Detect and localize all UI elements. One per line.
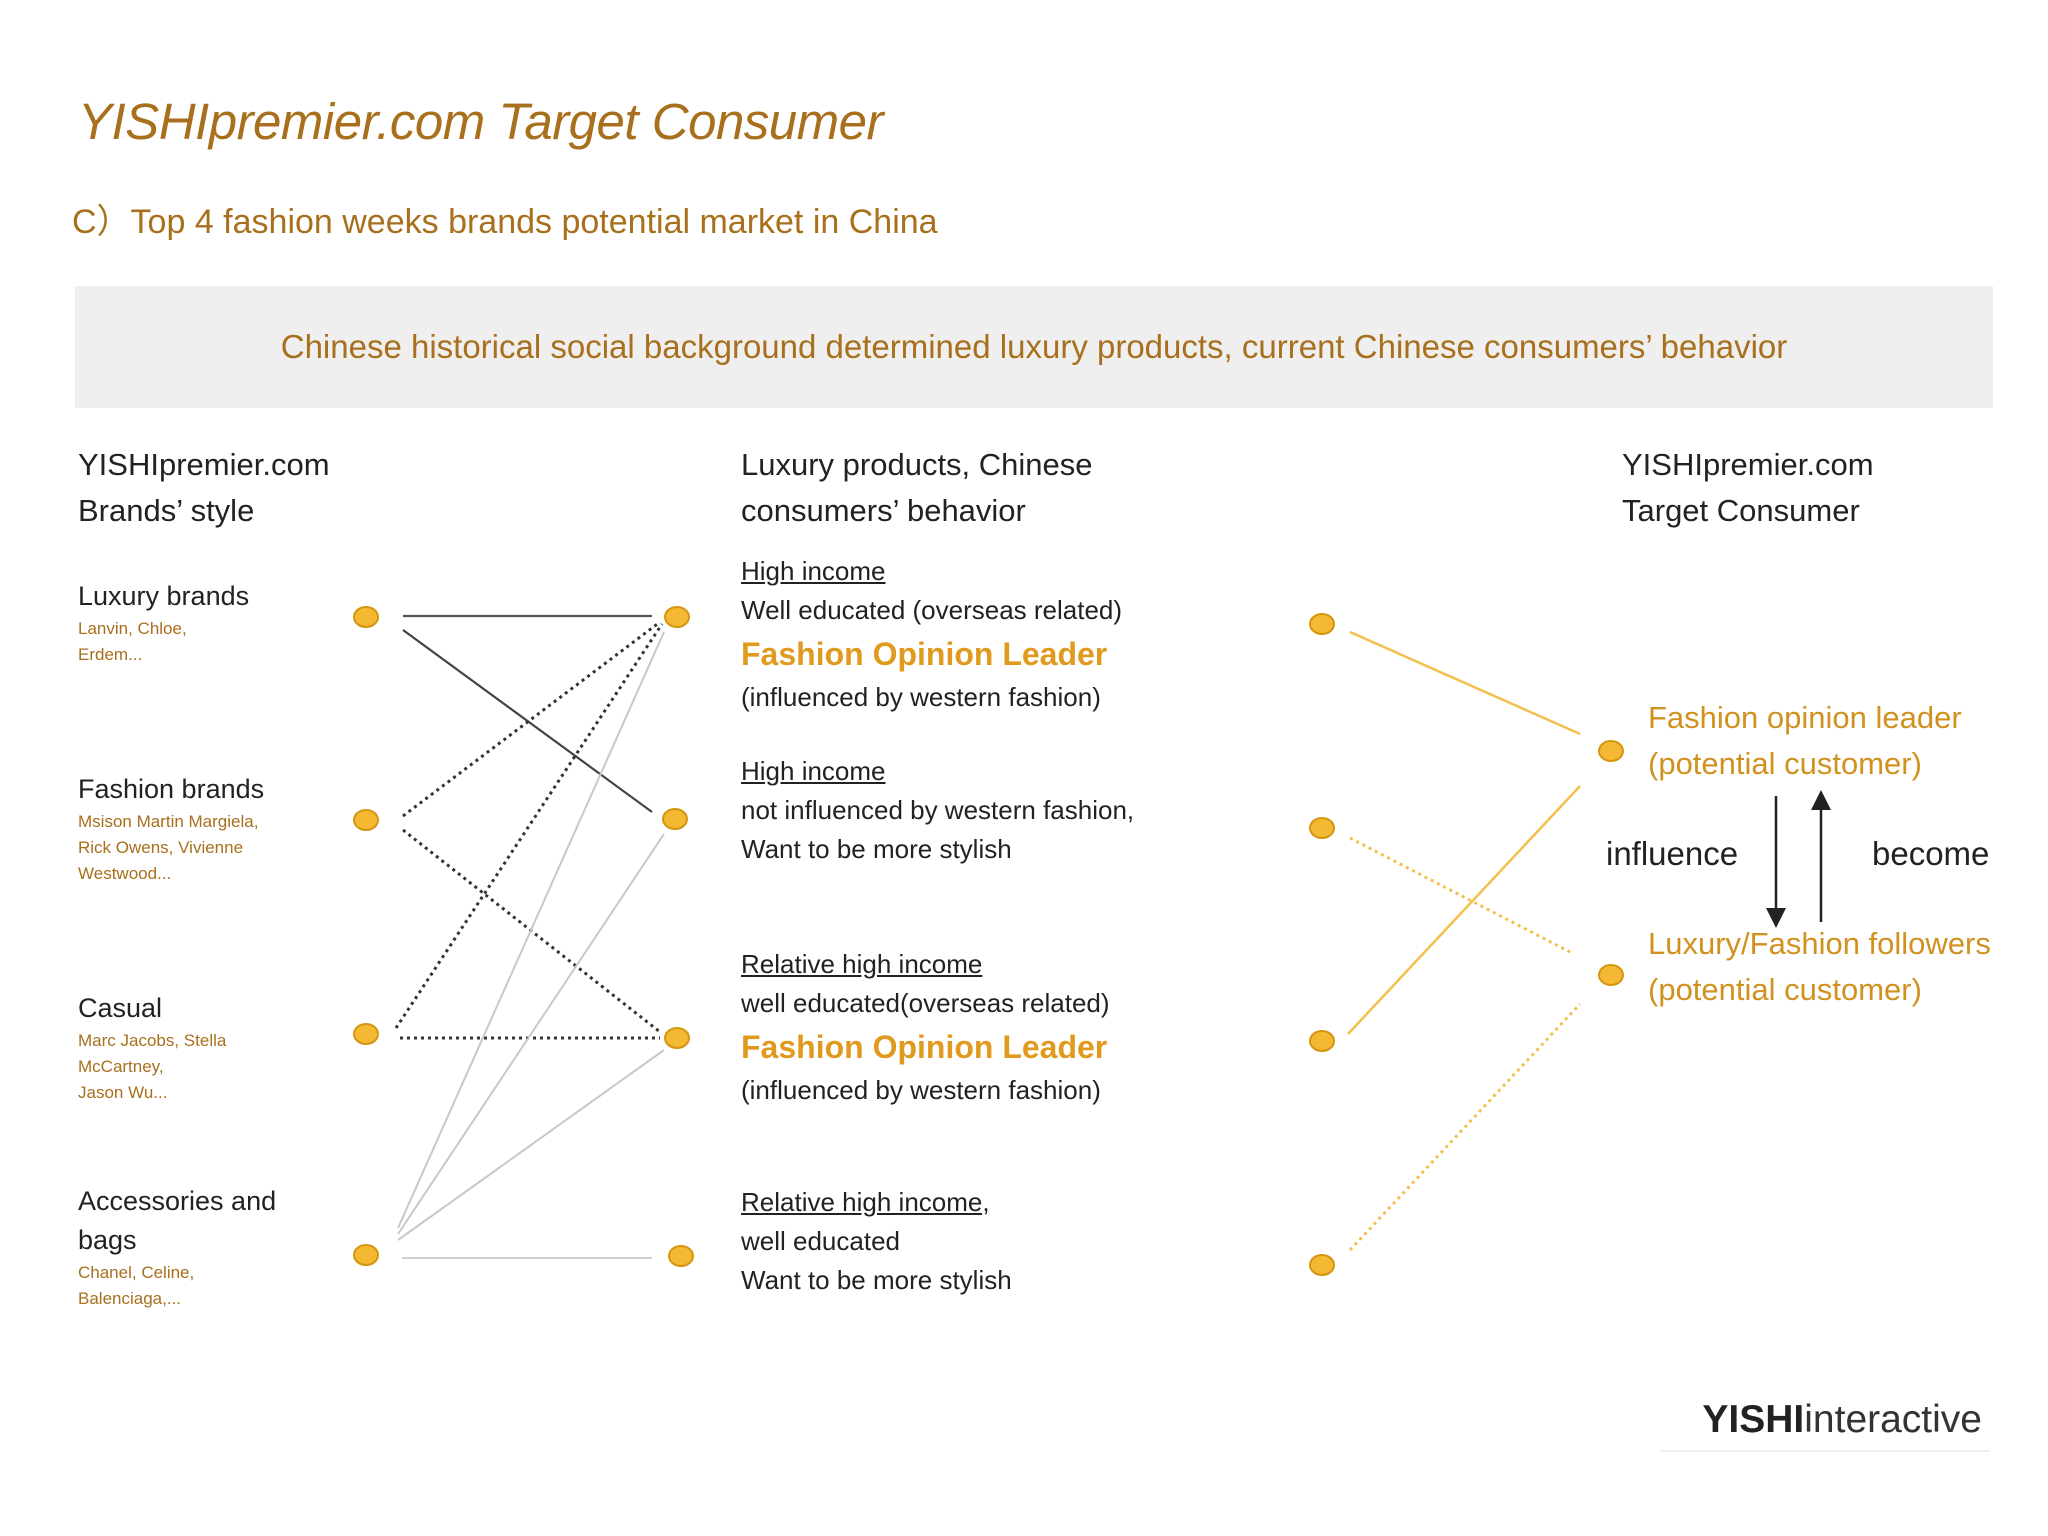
logo-suffix: interactive	[1804, 1398, 1982, 1441]
brand-examples: McCartney,	[78, 1057, 164, 1076]
behavior-line: not influenced by western fashion,	[741, 795, 1135, 825]
node-behavior-1	[664, 606, 690, 628]
brand-examples: Jason Wu...	[78, 1083, 168, 1102]
node-target-leader	[1598, 740, 1624, 762]
behavior-to-target-links	[1347, 630, 1582, 1252]
behavior-heading: High income	[741, 556, 886, 586]
brand-style-name: Accessories and	[78, 1186, 277, 1216]
node-behavior-2	[662, 808, 688, 830]
node-target-followers	[1598, 964, 1624, 986]
influence-label: influence	[1606, 835, 1739, 872]
banner-text: Chinese historical social background det…	[280, 328, 1788, 365]
dotted-link	[394, 623, 664, 1029]
behavior-line: Want to be more stylish	[741, 834, 1012, 864]
node-right-1	[1309, 613, 1335, 635]
target-label-line: Luxury/Fashion followers	[1648, 926, 1991, 961]
page-subtitle: C）Top 4 fashion weeks brands potential m…	[72, 203, 938, 241]
brand-examples: Erdem...	[78, 645, 143, 664]
behavior-group-2: High income not influenced by western fa…	[741, 752, 1261, 869]
faint-link	[397, 1049, 665, 1241]
node-behavior-3	[664, 1027, 690, 1049]
column-heading-line: Target Consumer	[1622, 493, 1860, 528]
column-heading-line: consumers’ behavior	[741, 493, 1026, 528]
column-heading-brands-style: YISHIpremier.com Brands’ style	[78, 442, 330, 534]
behavior-heading: High income	[741, 756, 886, 786]
node-behavior-4	[668, 1245, 694, 1267]
behavior-group-3: Relative high income well educated(overs…	[741, 945, 1261, 1110]
behavior-line: Well educated (overseas related)	[741, 595, 1123, 625]
behavior-line: well educated	[741, 1226, 900, 1256]
logo-underline	[1660, 1450, 1990, 1452]
right-nodes	[1309, 613, 1624, 1276]
target-label-line: (potential customer)	[1648, 746, 1922, 781]
faint-link	[397, 631, 665, 1229]
context-banner: Chinese historical social background det…	[75, 286, 1993, 408]
brand-examples: Lanvin, Chloe,	[78, 619, 187, 638]
behavior-highlight: Fashion Opinion Leader	[741, 1029, 1108, 1065]
behavior-line: (influenced by western fashion)	[741, 682, 1101, 712]
dotted-link	[402, 620, 661, 818]
behavior-line: well educated(overseas related)	[741, 988, 1110, 1018]
brand-nodes	[353, 606, 379, 1266]
target-luxury-fashion-followers: Luxury/Fashion followers (potential cust…	[1648, 921, 1991, 1013]
node-right-2	[1309, 817, 1335, 839]
column-heading-line: YISHIpremier.com	[78, 447, 330, 482]
brand-style-name: Fashion brands	[78, 774, 265, 804]
target-fashion-opinion-leader: Fashion opinion leader (potential custom…	[1648, 695, 1962, 787]
become-label: become	[1872, 835, 1990, 872]
behavior-nodes	[662, 606, 694, 1267]
gold-dotted-link	[1349, 836, 1571, 954]
brand-style-casual: Casual Marc Jacobs, Stella McCartney, Ja…	[78, 989, 398, 1106]
node-brand-accessories	[353, 1244, 379, 1266]
brand-style-luxury: Luxury brands Lanvin, Chloe, Erdem...	[78, 577, 398, 668]
brand-examples: Rick Owens, Vivienne	[78, 838, 244, 857]
column-heading-line: Brands’ style	[78, 493, 255, 528]
logo-brand: YISHI	[1702, 1398, 1805, 1441]
gold-link	[1347, 785, 1581, 1035]
behavior-heading: Relative high income	[741, 949, 983, 979]
behavior-line: (influenced by western fashion)	[741, 1075, 1101, 1105]
behavior-heading: Relative high income,	[741, 1187, 990, 1217]
brand-to-behavior-links	[394, 614, 665, 1259]
brand-examples: Chanel, Celine,	[78, 1263, 195, 1282]
brand-examples: Msison Martin Margiela,	[78, 812, 259, 831]
gold-link	[1349, 630, 1581, 736]
behavior-line: Want to be more stylish	[741, 1265, 1012, 1295]
page-title: YISHIpremier.com Target Consumer	[78, 93, 884, 150]
brand-examples: Marc Jacobs, Stella	[78, 1031, 227, 1050]
brand-examples: Balenciaga,...	[78, 1289, 182, 1308]
node-brand-fashion	[353, 809, 379, 831]
yishi-interactive-logo: YISHIinteractive	[1702, 1398, 1982, 1442]
brand-style-fashion: Fashion brands Msison Martin Margiela, R…	[78, 770, 398, 887]
brand-style-name: bags	[78, 1225, 137, 1255]
node-right-4	[1309, 1254, 1335, 1276]
gold-dotted-link	[1348, 1002, 1582, 1252]
column-heading-line: Luxury products, Chinese	[741, 447, 1093, 482]
brand-examples: Westwood...	[78, 864, 172, 883]
column-heading-line: YISHIpremier.com	[1622, 447, 1874, 482]
node-brand-luxury	[353, 606, 379, 628]
node-brand-casual	[353, 1023, 379, 1045]
brand-style-name: Casual	[78, 993, 163, 1023]
brand-style-name: Luxury brands	[78, 581, 250, 611]
column-heading-target-consumer: YISHIpremier.com Target Consumer	[1622, 442, 1874, 534]
behavior-highlight: Fashion Opinion Leader	[741, 636, 1108, 672]
column-heading-consumer-behavior: Luxury products, Chinese consumers’ beha…	[741, 442, 1093, 534]
node-right-3	[1309, 1030, 1335, 1052]
target-label-line: Fashion opinion leader	[1648, 700, 1962, 735]
behavior-group-4: Relative high income, well educated Want…	[741, 1183, 1261, 1300]
brand-style-accessories: Accessories and bags Chanel, Celine, Bal…	[78, 1182, 398, 1312]
behavior-group-1: High income Well educated (overseas rela…	[741, 552, 1261, 717]
faint-link	[397, 833, 665, 1235]
target-label-line: (potential customer)	[1648, 972, 1922, 1007]
